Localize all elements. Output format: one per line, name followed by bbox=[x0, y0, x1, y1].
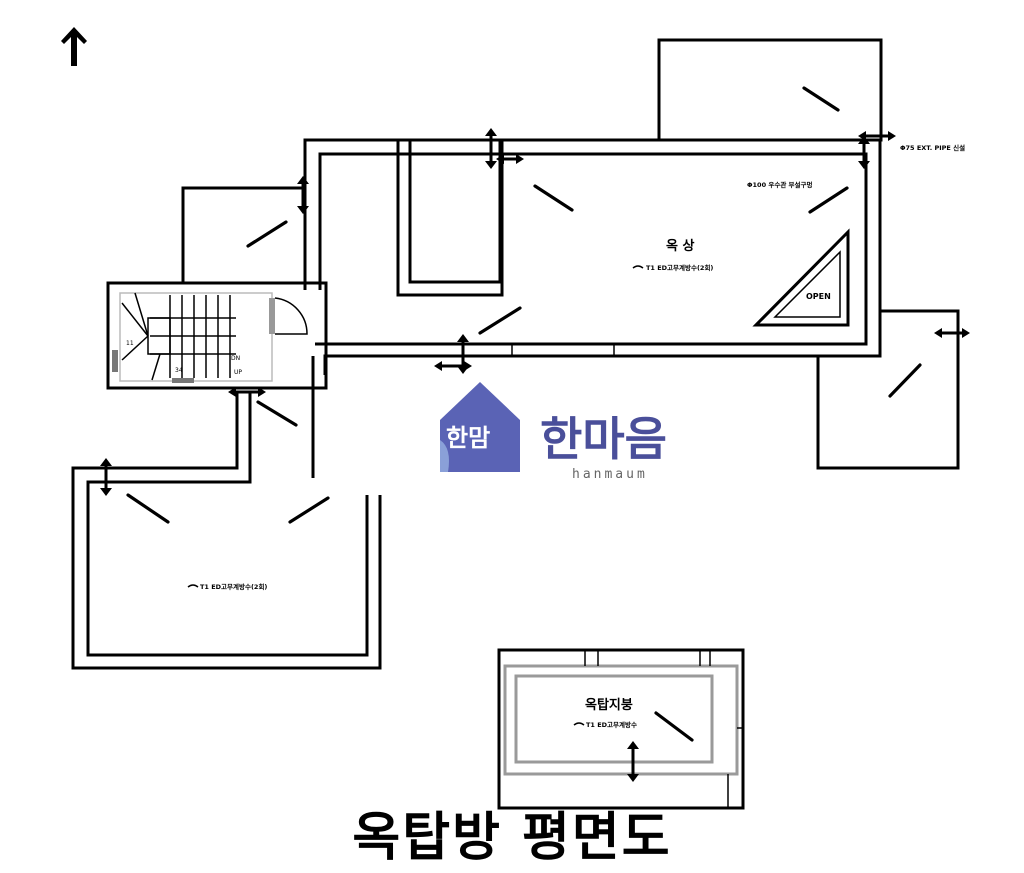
svg-text:T1 ED고무계방수: T1 ED고무계방수 bbox=[586, 720, 637, 729]
slope-arrow-icon bbox=[654, 711, 694, 742]
slope-arrow-icon bbox=[808, 186, 849, 214]
slope-arrow-icon bbox=[246, 220, 288, 248]
drain-icon bbox=[100, 458, 112, 496]
slope-arrows bbox=[126, 86, 922, 742]
open-void: OPEN bbox=[752, 228, 850, 327]
drain-icon bbox=[858, 131, 896, 141]
watermark-subtext: hanmaum bbox=[572, 467, 648, 482]
open-label: OPEN bbox=[806, 292, 831, 301]
slope-arrow-icon bbox=[802, 86, 840, 112]
pipe-note: Φ75 EXT. PIPE 신설 bbox=[900, 143, 965, 152]
penthouse-roof bbox=[497, 648, 745, 810]
slope-arrow-icon bbox=[126, 493, 170, 524]
slope-arrow-icon bbox=[478, 306, 522, 335]
stair-dn-label: DN bbox=[231, 355, 240, 362]
svg-text:한맘: 한맘 bbox=[446, 424, 490, 452]
drains bbox=[100, 128, 970, 782]
slope-arrow-icon bbox=[533, 184, 574, 212]
stair-up-label: UP bbox=[234, 369, 242, 376]
svg-text:34: 34 bbox=[175, 367, 183, 374]
slope-arrow-icon bbox=[288, 496, 330, 524]
drain-note: Φ100 우수관 부설구멍 bbox=[747, 180, 812, 189]
north-arrow-icon bbox=[61, 27, 87, 66]
svg-text:11: 11 bbox=[126, 340, 134, 347]
lower-note: T1 ED고무계방수(2회) bbox=[187, 582, 267, 591]
watermark-text: 한마음 bbox=[540, 412, 667, 466]
drain-icon bbox=[485, 128, 497, 169]
watermark: 한맘 한마음 hanmaum bbox=[440, 382, 667, 482]
drain-icon bbox=[934, 328, 970, 338]
page-title: 옥탑방 평면도 bbox=[352, 808, 672, 868]
lower-roof-walls bbox=[71, 356, 382, 670]
drain-icon bbox=[228, 387, 266, 397]
stair-core: 11 34 DN UP bbox=[106, 281, 328, 390]
drain-icon bbox=[858, 136, 870, 169]
main-note: T1 ED고무계방수(2회) bbox=[632, 263, 713, 272]
drain-icon bbox=[627, 741, 639, 782]
svg-text:T1 ED고무계방수(2회): T1 ED고무계방수(2회) bbox=[200, 582, 267, 591]
slope-arrow-icon bbox=[256, 400, 298, 427]
drain-icon bbox=[297, 176, 309, 214]
svg-text:T1 ED고무계방수(2회): T1 ED고무계방수(2회) bbox=[646, 263, 713, 272]
house-logo-icon: 한맘 bbox=[440, 382, 520, 472]
upper-roof-block bbox=[657, 38, 883, 142]
drain-icon bbox=[434, 361, 472, 371]
slope-arrow-icon bbox=[888, 363, 922, 398]
penthouse-roof-label: 옥탑지붕 bbox=[585, 697, 633, 713]
rooftop-label: 옥 상 bbox=[666, 238, 694, 254]
drain-icon bbox=[496, 154, 524, 164]
penthouse-note: T1 ED고무계방수 bbox=[573, 720, 637, 729]
